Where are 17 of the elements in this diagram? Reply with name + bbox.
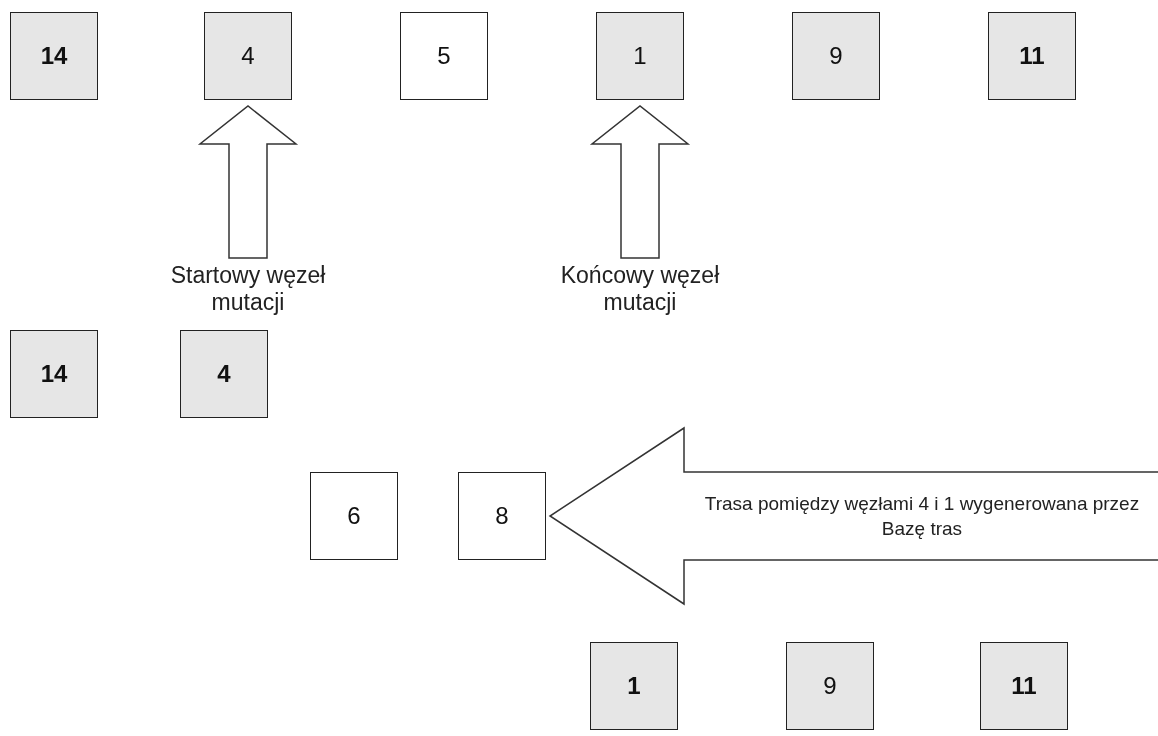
node-box: 11: [988, 12, 1076, 100]
block-arrow: [197, 105, 299, 259]
node-box: 8: [458, 472, 546, 560]
block-arrow: [589, 105, 691, 259]
node-box: 6: [310, 472, 398, 560]
node-box: 1: [596, 12, 684, 100]
node-box: 9: [786, 642, 874, 730]
node-box: 14: [10, 330, 98, 418]
node-box: 4: [180, 330, 268, 418]
node-box: 5: [400, 12, 488, 100]
node-label: Startowy węzeł mutacji: [138, 262, 358, 316]
node-box: 11: [980, 642, 1068, 730]
node-label: Końcowy węzeł mutacji: [530, 262, 750, 316]
node-box: 9: [792, 12, 880, 100]
node-box: 4: [204, 12, 292, 100]
node-box: 14: [10, 12, 98, 100]
node-box: 1: [590, 642, 678, 730]
